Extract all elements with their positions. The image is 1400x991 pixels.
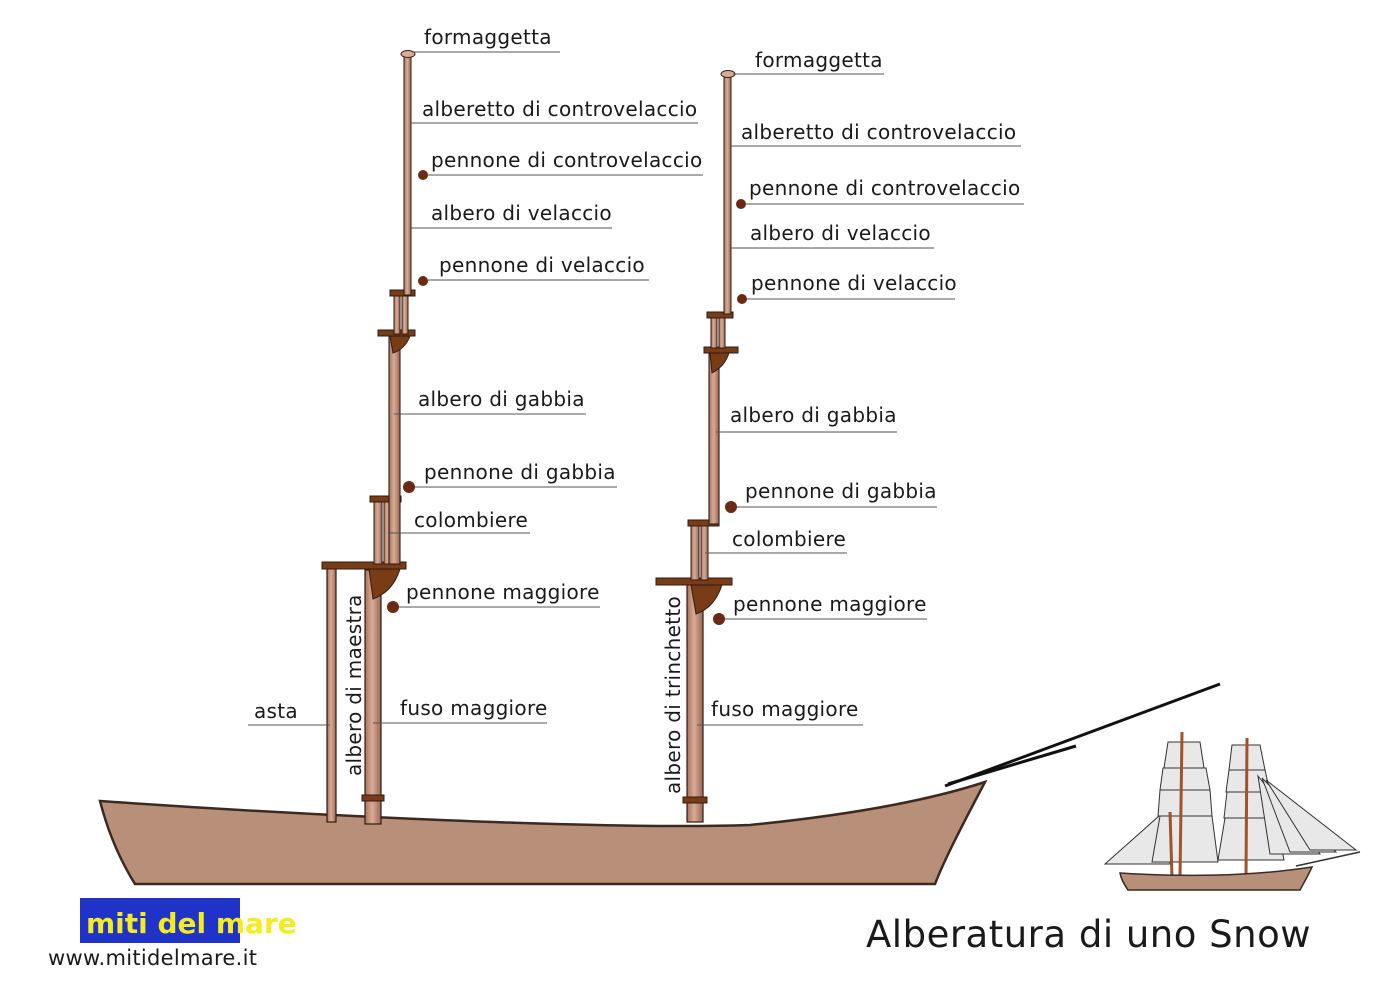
label-fore-pennone-maggiore: pennone maggiore [733, 592, 927, 616]
fore-albero-di-velaccio [723, 75, 732, 315]
label-pennone-di-controvelaccio: pennone di controvelaccio [431, 148, 703, 172]
main-cap [369, 495, 402, 503]
label-pennone-di-velaccio: pennone di velaccio [439, 253, 645, 277]
main-top-bracket [368, 568, 401, 600]
albero-di-velaccio [403, 54, 412, 296]
label-colombiere: colombiere [414, 508, 528, 532]
label-pennone-maggiore: pennone maggiore [406, 580, 600, 604]
hull [98, 779, 988, 886]
fore-mast [655, 70, 739, 823]
ship-thumbnail [1103, 731, 1361, 891]
label-pennone-di-gabbia: pennone di gabbia [424, 460, 616, 484]
label-formaggetta: formaggetta [424, 25, 552, 49]
logo-text: miti del mare [86, 907, 297, 940]
asta-spar [326, 565, 337, 823]
label-fore-alberetto-di-controvelaccio: alberetto di controvelaccio [741, 120, 1016, 144]
leader-lines [248, 51, 1024, 726]
logo: miti del mare [80, 898, 297, 943]
main-mast-labels: formaggetta alberetto di controvelaccio … [254, 25, 703, 776]
label-fore-pennone-di-gabbia: pennone di gabbia [745, 479, 937, 503]
label-albero-di-trinchetto: albero di trinchetto [661, 596, 685, 794]
fore-mast-labels: formaggetta alberetto di controvelaccio … [661, 48, 1021, 794]
albero-di-gabbia [388, 333, 401, 565]
label-fore-albero-di-gabbia: albero di gabbia [730, 403, 897, 427]
label-albero-di-gabbia: albero di gabbia [418, 387, 585, 411]
yard-markers [387, 170, 747, 625]
main-truck [400, 50, 416, 58]
label-albero-di-velaccio: albero di velaccio [431, 201, 612, 225]
label-alberetto-di-controvelaccio: alberetto di controvelaccio [422, 97, 697, 121]
label-fore-formaggetta: formaggetta [755, 48, 883, 72]
website-url: www.mitidelmare.it [48, 946, 257, 970]
bowsprit [944, 682, 1221, 788]
label-fore-fuso-maggiore: fuso maggiore [711, 697, 859, 721]
label-albero-di-maestra: albero di maestra [342, 594, 366, 776]
main-mast [321, 50, 416, 825]
main-topmast-cap [389, 289, 416, 297]
fuso-maggiore [364, 569, 382, 825]
fore-albero-di-gabbia [708, 349, 720, 525]
main-top-platform [321, 561, 407, 570]
fore-fuso-maggiore [686, 581, 704, 823]
label-fore-albero-di-velaccio: albero di velaccio [750, 221, 931, 245]
label-asta: asta [254, 699, 298, 723]
label-fore-colombiere: colombiere [732, 527, 846, 551]
lower-band [361, 794, 385, 802]
fore-truck [720, 70, 736, 78]
label-fore-pennone-di-controvelaccio: pennone di controvelaccio [749, 176, 1021, 200]
label-fuso-maggiore: fuso maggiore [400, 696, 548, 720]
label-fore-pennone-di-velaccio: pennone di velaccio [751, 271, 957, 295]
page-title: Alberatura di uno Snow [866, 913, 1311, 956]
